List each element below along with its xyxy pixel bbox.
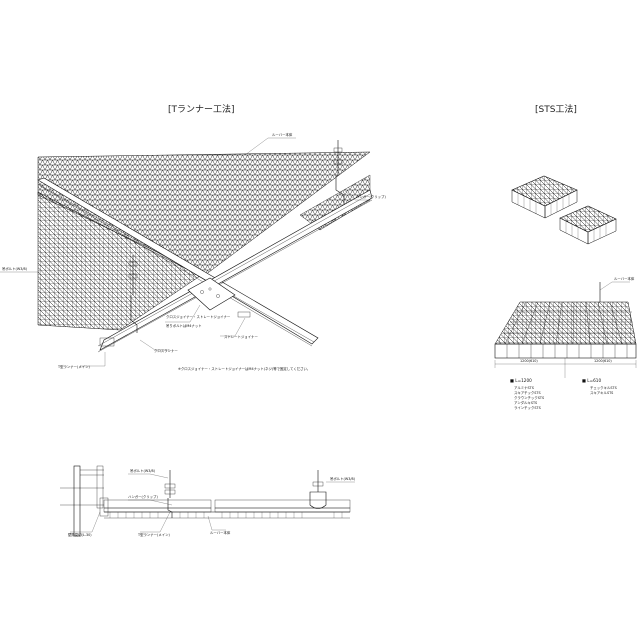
length-l1200: ■ L=1200 アルミナSTS スキアチックSTS クラウンチックSTS アン…	[510, 378, 544, 410]
sts-elevation: ルーバー本体 1200(610) 1200(610)	[494, 276, 637, 378]
section-view	[60, 465, 351, 537]
callout-sec-hanger: 吊ボルト(W3/8)	[130, 468, 156, 473]
fixing-note: ※クロスジョイナー・ストレートジョイナーはM4ナット(ネジ)等で固定してください…	[178, 366, 310, 371]
callout-sts-panel: ルーバー本体	[614, 276, 635, 281]
cross-joiner	[187, 277, 236, 311]
iso-callouts: ルーバー本体 吊ボルト(W3/8) T型ランナー(メイン) クロスランナー クロ…	[0, 132, 386, 369]
louver-panel-left	[37, 191, 201, 331]
l1200-item-4: ラインチックSTS	[514, 405, 541, 410]
callout-sec-main: T型ランナー(メイン)	[137, 532, 171, 537]
t-runner-isometric	[37, 140, 373, 353]
section-callouts: 吊ボルト(W3/8) ハンガー(クリップ) 吊ボルト(W3/8) 壁際見切(L-…	[68, 468, 356, 537]
wall-left	[73, 465, 81, 537]
straight-joiner	[237, 311, 251, 318]
hanger-top-right	[333, 140, 345, 205]
callout-sec-panel: ルーバー本体	[210, 530, 231, 535]
l1200-item-3: アンダルキSTS	[514, 400, 537, 405]
callout-sec-hanger2: 吊ボルト(W3/8)	[330, 476, 356, 481]
l1200-item-0: アルミナSTS	[514, 385, 534, 390]
dim-1: 1200(610)	[520, 359, 538, 363]
l610-item-1: スキアキルSTS	[590, 390, 613, 395]
callout-hanger-left: 吊ボルト(W3/8)	[2, 266, 28, 271]
callout-joiner-a: クロスジョイナー・ストレートジョイナー	[166, 314, 231, 319]
louver-blades	[104, 512, 350, 519]
sts-panel-large	[511, 175, 578, 219]
callout-sec-wall: 壁際見切(L-30)	[68, 532, 92, 537]
callout-joiner-b: 吊りボルトはM4ナット	[166, 323, 202, 328]
runner-end	[99, 337, 115, 347]
hanger-left	[128, 255, 138, 333]
callout-straight-joiner: ストレートジョイナー	[224, 334, 258, 339]
callout-sec-clip: ハンガー(クリップ)	[128, 494, 158, 499]
title-t-runner: [Tランナー工法]	[168, 103, 235, 115]
l610-label: ■ L=610	[582, 378, 601, 383]
l1200-item-2: クラウンチックSTS	[514, 395, 544, 400]
l1200-item-1: スキアチックSTS	[514, 390, 541, 395]
l1200-label: ■ L=1200	[510, 378, 532, 383]
callout-hanger-clip: ハンガー(クリップ)	[356, 194, 386, 199]
title-sts: [STS工法]	[535, 103, 577, 115]
wall-trim	[99, 497, 109, 517]
length-l610: ■ L=610 チェックキルSTS スキアキルSTS	[582, 378, 617, 395]
callout-cross-runner: クロスランナー	[154, 348, 178, 353]
callout-panel-top: ルーバー本体	[272, 132, 293, 137]
l610-item-0: チェックキルSTS	[590, 385, 617, 390]
sts-panel-small	[559, 205, 617, 245]
callout-main-runner: T型ランナー(メイン)	[57, 364, 91, 369]
dim-2: 1200(610)	[594, 359, 612, 363]
